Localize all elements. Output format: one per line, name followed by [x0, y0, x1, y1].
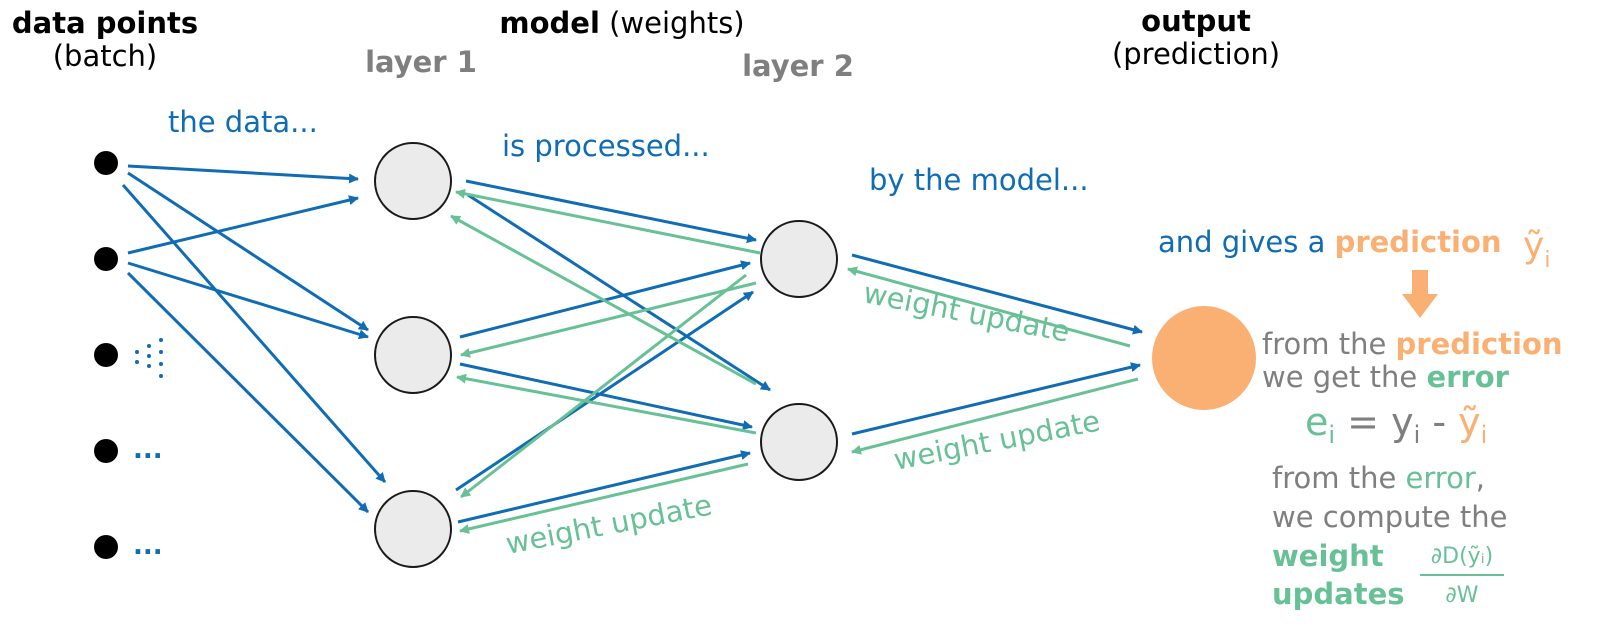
caption-by-the-model: by the model... — [869, 163, 1089, 197]
edges — [121, 164, 1143, 534]
update-edge-2 — [450, 214, 757, 386]
forward-edge-1 — [465, 179, 757, 244]
down-arrow-icon — [1402, 270, 1438, 318]
error-equation: ei = yi - ỹi — [1305, 400, 1487, 449]
update-edge-8 — [851, 377, 1139, 455]
input-edge-5 — [127, 261, 369, 340]
layer-2-label: layer 2 — [742, 49, 854, 83]
layer1-node-2 — [374, 316, 452, 394]
data-point-5 — [94, 535, 118, 559]
input-edge-1 — [127, 164, 359, 184]
fraction-denominator: ∂W — [1445, 583, 1478, 608]
update-edge-3 — [460, 281, 757, 358]
update-edge-1 — [455, 188, 761, 255]
layer1-node-3 — [374, 490, 452, 568]
layer2-node-1 — [760, 220, 838, 298]
weight-updates-word-1: weight — [1272, 539, 1384, 573]
ellipsis-row-5: ... — [133, 531, 163, 561]
fraction-numerator: ∂D(ỹᵢ) — [1431, 544, 1493, 569]
update-edge-4 — [456, 373, 757, 435]
input-edge-4 — [127, 195, 359, 255]
explanation-line-2: we get the error — [1262, 360, 1510, 394]
forward-edge-7 — [851, 253, 1143, 335]
input-edge-3 — [121, 184, 387, 483]
data-point-2 — [94, 247, 118, 271]
weight-update-label-l1-l2: weight update — [503, 488, 715, 561]
forward-edge-4 — [459, 362, 753, 430]
prediction-symbol: ỹi — [1523, 225, 1550, 273]
explanation-line-4: we compute the — [1272, 500, 1508, 534]
ellipsis-row-4: ... — [133, 435, 163, 465]
header-data-points: data points — [12, 6, 198, 40]
input-edge-6 — [126, 271, 370, 514]
forward-edge-8 — [851, 362, 1141, 436]
explanation-line-1: from the prediction — [1262, 327, 1563, 361]
vertical-dots-icon — [135, 338, 163, 378]
layer1-node-1 — [374, 142, 452, 220]
header-output-sub: (prediction) — [1112, 37, 1280, 71]
nodes — [94, 142, 1256, 568]
caption-the-data: the data... — [168, 105, 318, 139]
caption-is-processed: is processed... — [502, 129, 710, 163]
data-point-1 — [94, 151, 118, 175]
caption-gives-prediction: and gives a prediction — [1158, 225, 1502, 259]
forward-edge-2 — [467, 193, 771, 392]
weight-updates-word-2: updates — [1272, 577, 1405, 611]
update-edge-7 — [847, 266, 1131, 348]
header-output: output — [1141, 4, 1251, 38]
forward-edge-5 — [455, 290, 754, 492]
update-edge-6 — [459, 462, 749, 534]
data-point-3 — [94, 343, 118, 367]
data-point-4 — [94, 439, 118, 463]
output-node — [1152, 306, 1256, 410]
input-edge-2 — [127, 171, 369, 332]
header-model: model (weights) — [499, 6, 744, 40]
explanation-line-3: from the error, — [1272, 461, 1485, 495]
layer2-node-2 — [760, 403, 838, 481]
forward-edge-6 — [457, 450, 751, 524]
layer-1-label: layer 1 — [365, 45, 477, 79]
update-edge-5 — [460, 273, 747, 499]
header-data-points-sub: (batch) — [53, 39, 158, 73]
